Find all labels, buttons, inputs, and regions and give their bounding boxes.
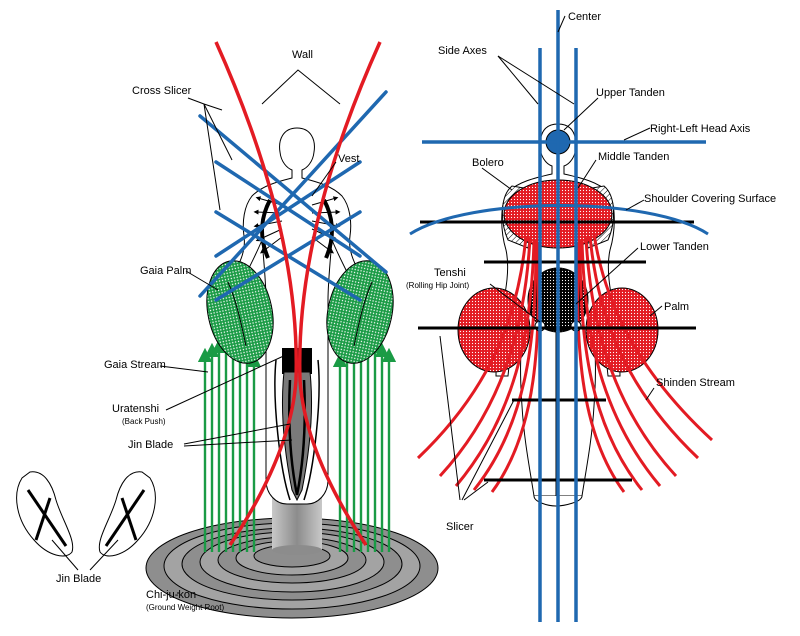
label-wall: Wall [292,49,313,61]
jin-blade-feet [16,471,156,557]
label-jin-blade: Jin Blade [128,439,173,451]
label-center: Center [568,11,601,23]
label-upper-tanden: Upper Tanden [596,87,665,99]
vertical-axes [538,10,578,622]
label-lower-tanden: Lower Tanden [640,241,709,253]
label-palm: Palm [664,301,689,313]
label-middle-tanden: Middle Tanden [598,151,669,163]
label-tenshi: Tenshi [434,267,466,279]
label-slicer: Slicer [446,521,474,533]
label-chijukon-sub: (Ground Weight Root) [146,603,224,612]
gaia-palm-left [206,260,274,364]
label-jin-blade-feet: Jin Blade [56,573,101,585]
left-figure: Wall Cross Slicer Vest Gaia Palm Gaia St… [16,41,439,619]
label-uratenshi-sub: (Back Push) [122,417,166,426]
label-cross-slicer: Cross Slicer [132,85,192,97]
label-vest: Vest [338,153,359,165]
right-leaders [439,15,663,501]
left-leaders [51,69,341,594]
wall-curves [214,41,382,546]
label-uratenshi: Uratenshi [112,403,159,415]
label-gaia-palm: Gaia Palm [140,265,191,277]
label-bolero: Bolero [472,157,504,169]
label-head-axis: Right-Left Head Axis [650,123,751,135]
gaia-palm-right [326,260,394,364]
right-figure: Center Side Axes Upper Tanden Right-Left… [406,10,776,622]
gaia-stream-right [332,337,397,552]
label-shoulder-surface: Shoulder Covering Surface [644,193,776,205]
cross-slicers [198,90,388,302]
label-gaia-stream: Gaia Stream [104,359,166,371]
label-chijukon: Chi-ju-kon [146,589,196,601]
label-tenshi-sub: (Rolling Hip Joint) [406,281,469,290]
label-shinden-stream: Shinden Stream [656,377,735,389]
label-side-axes: Side Axes [438,45,487,57]
